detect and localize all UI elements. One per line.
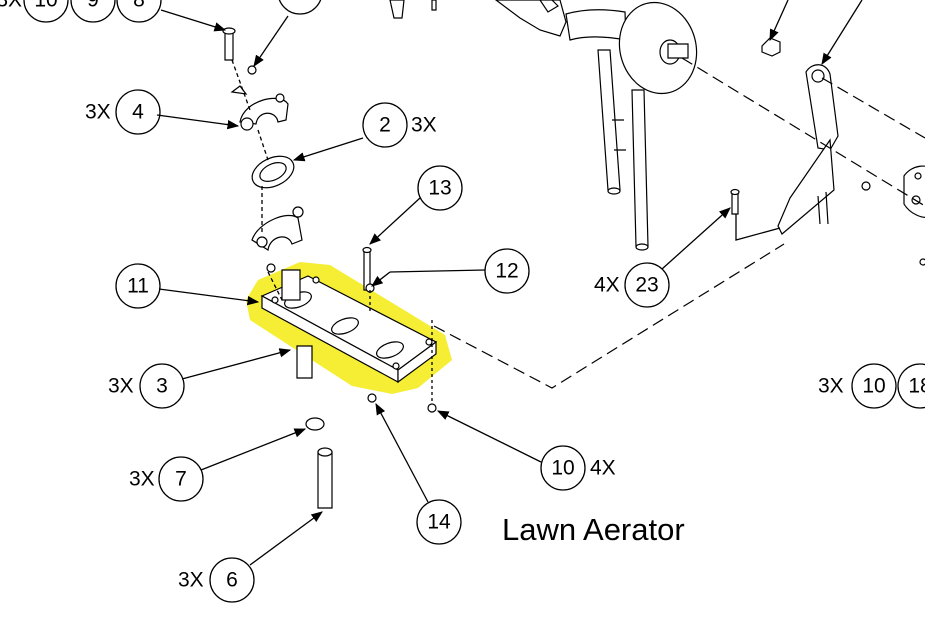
aerator-assembly	[389, 0, 925, 266]
callout-number: 4	[132, 101, 144, 124]
callout-10-right: 10 3X	[818, 363, 897, 409]
callout-number: 10	[34, 0, 57, 12]
callout-quantity: 3X	[85, 101, 111, 124]
diagram-title: Lawn Aerator	[502, 512, 685, 547]
callout-10: 10 4X	[540, 445, 616, 491]
callout-number: 3	[156, 375, 168, 398]
callout-13: 13	[417, 165, 463, 211]
callout-number: 12	[495, 260, 518, 283]
callout-number: 10	[862, 375, 885, 398]
leader-arrows	[156, 0, 863, 566]
callout-quantity: 3X	[818, 375, 844, 398]
callout-23: 23 4X	[594, 262, 670, 308]
callout-11: 11	[115, 263, 161, 309]
callout-quantity: 3X	[411, 114, 437, 137]
mounting-plate-part	[260, 275, 438, 384]
callout-8-top: 8	[116, 0, 162, 23]
callout-number: 11	[127, 275, 149, 298]
part-callouts: 10 3X 9 8 4 3X 2 3X 13	[0, 0, 925, 603]
assembly-centerlines	[433, 57, 925, 389]
callout-number: 9	[87, 0, 99, 12]
callout-quantity: 4X	[594, 274, 620, 297]
callout-quantity: 3X	[108, 375, 134, 398]
callout-12: 12	[484, 248, 530, 294]
callout-quantity: 3X	[0, 0, 22, 12]
callout-quantity: 3X	[129, 468, 155, 491]
callout-number: 13	[428, 177, 451, 200]
callout-number: 8	[133, 0, 145, 12]
callout-3: 3 3X	[108, 363, 185, 409]
callout-number: 23	[635, 274, 658, 297]
callout-number: 14	[427, 511, 451, 534]
callout-4: 4 3X	[85, 89, 161, 135]
callout-6: 6 3X	[178, 557, 255, 603]
callout-quantity: 3X	[178, 569, 204, 592]
callout-number: 7	[175, 468, 187, 491]
callout-7: 7 3X	[129, 456, 204, 502]
callout-top-partial	[278, 0, 322, 15]
callout-2: 2 3X	[362, 102, 437, 148]
callout-9-top: 9	[70, 0, 116, 23]
callout-number: 6	[226, 569, 238, 592]
callout-18-right: 18	[897, 363, 925, 409]
callout-number: 18	[908, 375, 925, 398]
callout-number: 10	[551, 457, 574, 480]
callout-14: 14	[416, 499, 462, 545]
callout-10-top: 10 3X	[0, 0, 69, 23]
callout-number: 2	[379, 114, 391, 137]
left-part-stack	[222, 27, 437, 509]
callout-quantity: 4X	[590, 457, 616, 480]
